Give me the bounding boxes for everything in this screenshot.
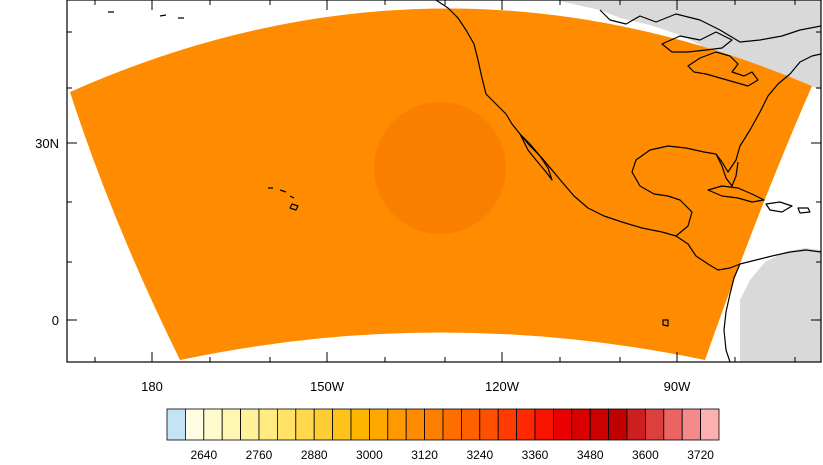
colorbar-box xyxy=(645,408,665,441)
colorbar-box xyxy=(497,408,518,441)
gulf-of-mexico-coastline xyxy=(631,53,821,237)
colorbar-box xyxy=(203,408,223,441)
colorbar-box xyxy=(516,408,536,441)
colorbar-label: 3720 xyxy=(687,448,714,462)
colorbar-box xyxy=(221,408,241,441)
colorbar-box xyxy=(295,408,315,441)
cuba-outline xyxy=(707,185,765,203)
colorbar-box xyxy=(681,408,702,441)
colorbar-box xyxy=(405,408,426,441)
colorbar-box xyxy=(387,408,407,441)
colorbar-box xyxy=(553,408,573,441)
latitude-ticks: 30N 0 xyxy=(35,31,821,328)
colorbar-box xyxy=(240,408,260,441)
colorbar-label: 3240 xyxy=(466,448,493,462)
puerto-rico-outline xyxy=(797,207,811,214)
north-america-coastline xyxy=(435,0,741,271)
colorbar-box xyxy=(276,408,297,441)
colorbar-box xyxy=(258,408,278,441)
florida-coastline xyxy=(715,153,739,187)
colorbar-label: 2880 xyxy=(301,448,328,462)
lon-tick-label: 90W xyxy=(664,379,691,394)
colorbar-box xyxy=(424,408,444,441)
colorbar-box xyxy=(166,408,186,441)
colorbar-box xyxy=(534,408,554,441)
colorbar-box xyxy=(368,408,389,441)
colorbar-label: 3360 xyxy=(522,448,549,462)
colorbar-box xyxy=(589,408,610,441)
colorbar-label: 3480 xyxy=(577,448,604,462)
colorbar-box xyxy=(442,408,462,441)
lat-tick-label: 0 xyxy=(52,313,59,328)
colorbar-box xyxy=(350,408,370,441)
lat-tick-label: 30N xyxy=(35,136,59,151)
anomaly-region xyxy=(374,102,506,234)
colorbar-label: 2760 xyxy=(246,448,273,462)
hudson-bay-outline xyxy=(661,31,733,53)
lon-tick-label: 180 xyxy=(141,379,163,394)
colorbar-label: 3000 xyxy=(356,448,383,462)
south-america-coastline xyxy=(723,249,821,362)
land-south-america xyxy=(740,248,821,362)
colorbar-box xyxy=(460,408,481,441)
land-northeast xyxy=(555,0,821,90)
great-lakes-outline xyxy=(687,51,759,87)
arctic-island-west xyxy=(108,11,184,19)
colorbar-box xyxy=(626,408,646,441)
lon-tick-label: 120W xyxy=(485,379,520,394)
colorbar-label: 3600 xyxy=(632,448,659,462)
colorbar-box xyxy=(700,408,720,441)
colorbar-box xyxy=(184,408,205,441)
lon-tick-label: 150W xyxy=(310,379,345,394)
colorbar-box xyxy=(571,408,591,441)
colorbar: 2640 2760 2880 3000 3120 3240 3360 3480 3600 3720 xyxy=(166,408,720,462)
galapagos-island xyxy=(662,319,669,327)
longitude-ticks: 180 150W 120W 90W xyxy=(94,0,796,394)
colorbar-box xyxy=(479,408,499,441)
northern-coastline xyxy=(599,9,821,43)
coastlines xyxy=(108,0,821,362)
colorbar-box xyxy=(608,408,628,441)
hawaii-islands xyxy=(268,187,299,211)
baja-coastline xyxy=(519,133,553,181)
colorbar-box xyxy=(313,408,334,441)
colorbar-box xyxy=(663,408,683,441)
map-frame xyxy=(66,0,822,363)
colorbar-box xyxy=(332,408,352,441)
hispaniola-outline xyxy=(765,201,793,213)
colorbar-label: 2640 xyxy=(190,448,217,462)
colorbar-label: 3120 xyxy=(411,448,438,462)
